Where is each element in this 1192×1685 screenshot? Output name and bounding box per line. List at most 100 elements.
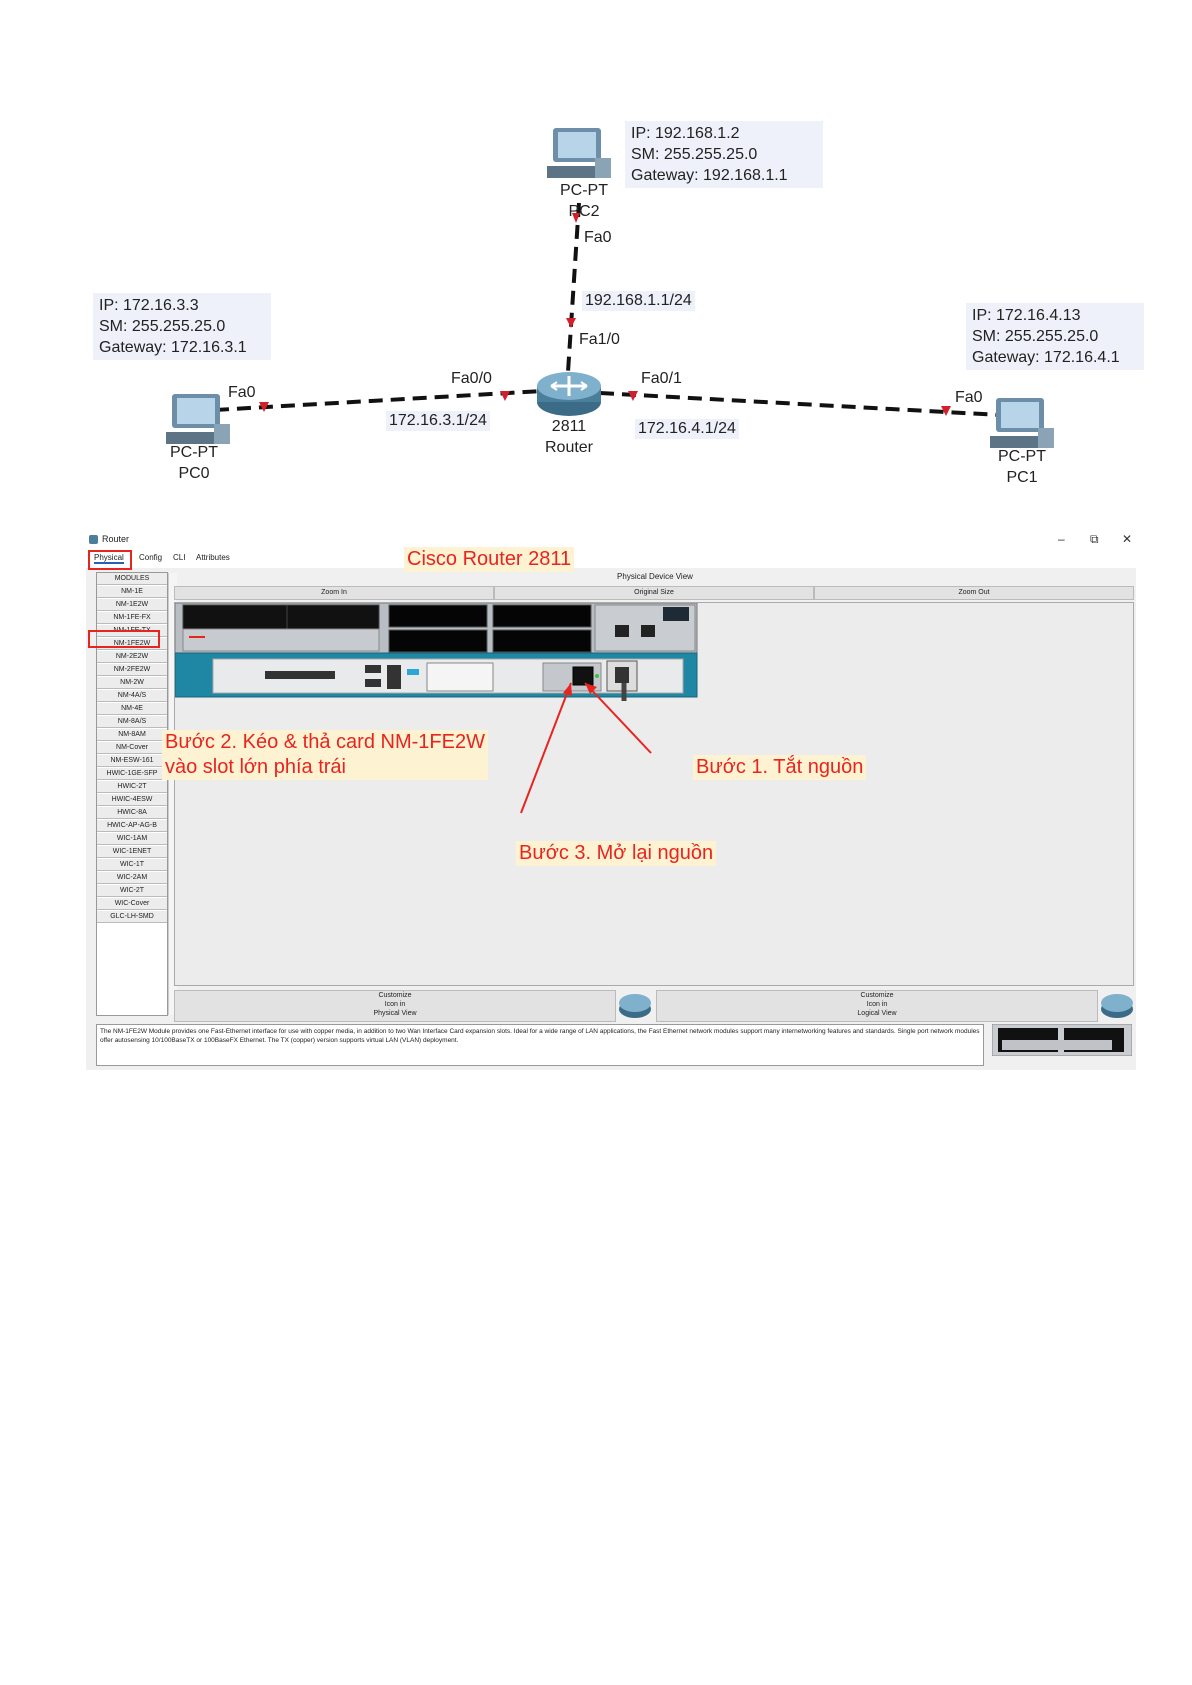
power-socket-inner: [615, 667, 629, 683]
tab-attributes[interactable]: Attributes: [196, 553, 230, 562]
tab-bar: Physical Config CLI Attributes: [86, 550, 1136, 568]
wic-slot-4: [492, 629, 592, 653]
router-name: Router: [544, 439, 594, 456]
module-item[interactable]: NM-2E2W: [97, 651, 167, 663]
module-item[interactable]: NM-1FE-FX: [97, 612, 167, 624]
annotation-step2-line1: Bước 2. Kéo & thả card NM-1FE2W: [165, 731, 485, 753]
link-marker: [628, 391, 638, 401]
pc1-type: PC-PT: [998, 448, 1046, 465]
modules-scrollbar[interactable]: [168, 573, 177, 1015]
pc1-label: PC-PT PC1: [990, 446, 1054, 488]
module-item[interactable]: WIC-1ENET: [97, 846, 167, 858]
module-item[interactable]: WIC-1T: [97, 859, 167, 871]
customize-logical-line3: Logical View: [857, 1010, 897, 1017]
module-item[interactable]: NM-1E2W: [97, 599, 167, 611]
pc1-ip: IP: 172.16.4.13: [972, 307, 1081, 324]
arrow-step1-head: [585, 683, 597, 694]
minimize-button[interactable]: –: [1058, 532, 1065, 546]
annotation-step3: Bước 3. Mở lại nguồn: [516, 841, 717, 866]
module-preview-image: [992, 1024, 1132, 1056]
power-led: [595, 674, 599, 678]
customize-logical-line1: Customize: [860, 992, 894, 999]
network-module-panel: [182, 628, 380, 652]
link-pc1-router: [599, 391, 1001, 417]
annotation-title: Cisco Router 2811: [404, 547, 575, 572]
router-icon: [537, 372, 601, 416]
pc1-name: PC1: [1006, 469, 1038, 486]
app-icon: [89, 535, 98, 544]
usb-port-0: [365, 665, 381, 673]
topology-links: [166, 128, 1054, 448]
pc2-info-box: IP: 192.168.1.2 SM: 255.255.25.0 Gateway…: [625, 121, 823, 188]
net-172-16-4: 172.16.4.1/24: [635, 419, 739, 439]
zoom-out-button[interactable]: Zoom Out: [814, 586, 1134, 600]
module-item[interactable]: WIC-2T: [97, 885, 167, 897]
pc1-subnet-mask: SM: 255.255.25.0: [972, 328, 1099, 345]
router-small-icon: [619, 994, 651, 1018]
tab-cli[interactable]: CLI: [173, 553, 186, 562]
module-item[interactable]: NM-4A/S: [97, 690, 167, 702]
cisco-badge: [663, 607, 689, 621]
module-item[interactable]: HWIC-2T: [97, 781, 167, 793]
module-item[interactable]: NM-Cover: [97, 742, 167, 754]
router-chassis: [175, 603, 698, 814]
wic-slot-3: [388, 629, 488, 653]
tab-physical[interactable]: Physical: [94, 553, 124, 564]
pc0-info-box: IP: 172.16.3.3 SM: 255.255.25.0 Gateway:…: [93, 293, 271, 360]
link-marker: [500, 391, 510, 401]
restore-button[interactable]: ⧉: [1090, 532, 1099, 546]
module-item[interactable]: NM-8A/S: [97, 716, 167, 728]
usb-port-1: [365, 679, 381, 687]
tab-config[interactable]: Config: [139, 553, 163, 562]
pc0-ip: IP: 172.16.3.3: [99, 297, 199, 314]
window-titlebar: Router – ⧉ ✕: [86, 530, 1136, 550]
module-item[interactable]: NM-ESW-161: [97, 755, 167, 767]
module-item[interactable]: WIC-Cover: [97, 898, 167, 910]
network-topology: IP: 192.168.1.2 SM: 255.255.25.0 Gateway…: [0, 0, 1192, 520]
module-item[interactable]: NM-2FE2W: [97, 664, 167, 676]
zoom-in-button[interactable]: Zoom In: [174, 586, 494, 600]
pc1-interface-label: Fa0: [955, 389, 983, 406]
annotation-step2: Bước 2. Kéo & thả card NM-1FE2W vào slot…: [162, 730, 488, 780]
arrow-step3: [520, 682, 572, 814]
module-item[interactable]: HWIC-1GE-SFP: [97, 768, 167, 780]
pc2-type: PC-PT: [560, 182, 608, 199]
compact-flash-slot: [265, 671, 335, 679]
pc-icon: [166, 394, 230, 444]
module-item[interactable]: NM-8AM: [97, 729, 167, 741]
module-item[interactable]: HWIC-4ESW: [97, 794, 167, 806]
link-marker: [572, 213, 580, 223]
wic-slot-1: [388, 604, 488, 628]
link-pc2-router: [566, 202, 581, 373]
customize-physical-button[interactable]: Customize Icon in Physical View: [174, 990, 616, 1022]
router-small-icon: [1101, 994, 1133, 1018]
pc0-type: PC-PT: [170, 444, 218, 461]
module-item[interactable]: WIC-1AM: [97, 833, 167, 845]
module-item[interactable]: NM-2W: [97, 677, 167, 689]
arrow-step3-head: [563, 683, 572, 696]
pc2-name: PC2: [568, 203, 600, 220]
original-size-button[interactable]: Original Size: [494, 586, 814, 600]
power-switch: [572, 666, 594, 686]
nm-1fe2w-highlight: [88, 630, 160, 648]
arrow-step1: [584, 682, 652, 754]
customize-logical-button[interactable]: Customize Icon in Logical View: [656, 990, 1098, 1022]
pc0-interface-label: Fa0: [228, 384, 256, 401]
pc0-subnet-mask: SM: 255.255.25.0: [99, 318, 226, 335]
physical-device-view-title: Physical Device View: [617, 572, 693, 581]
net-172-16-3: 172.16.3.1/24: [386, 411, 490, 431]
pc0-gateway: Gateway: 172.16.3.1: [99, 339, 247, 356]
module-item[interactable]: HWIC-8A: [97, 807, 167, 819]
module-item[interactable]: GLC-LH-SMD: [97, 911, 167, 923]
physical-tab-highlight: [88, 550, 132, 570]
close-button[interactable]: ✕: [1122, 532, 1133, 546]
module-item[interactable]: NM-1E: [97, 586, 167, 598]
module-item[interactable]: HWIC-AP-AG-B: [97, 820, 167, 832]
optional-pwr-input: [426, 662, 494, 692]
annotation-step2-line2: vào slot lớn phía trái: [165, 756, 346, 778]
customize-physical-line2: Icon in: [384, 1001, 406, 1008]
physical-device-view: [174, 602, 1134, 986]
module-item[interactable]: NM-4E: [97, 703, 167, 715]
module-item[interactable]: WIC-2AM: [97, 872, 167, 884]
